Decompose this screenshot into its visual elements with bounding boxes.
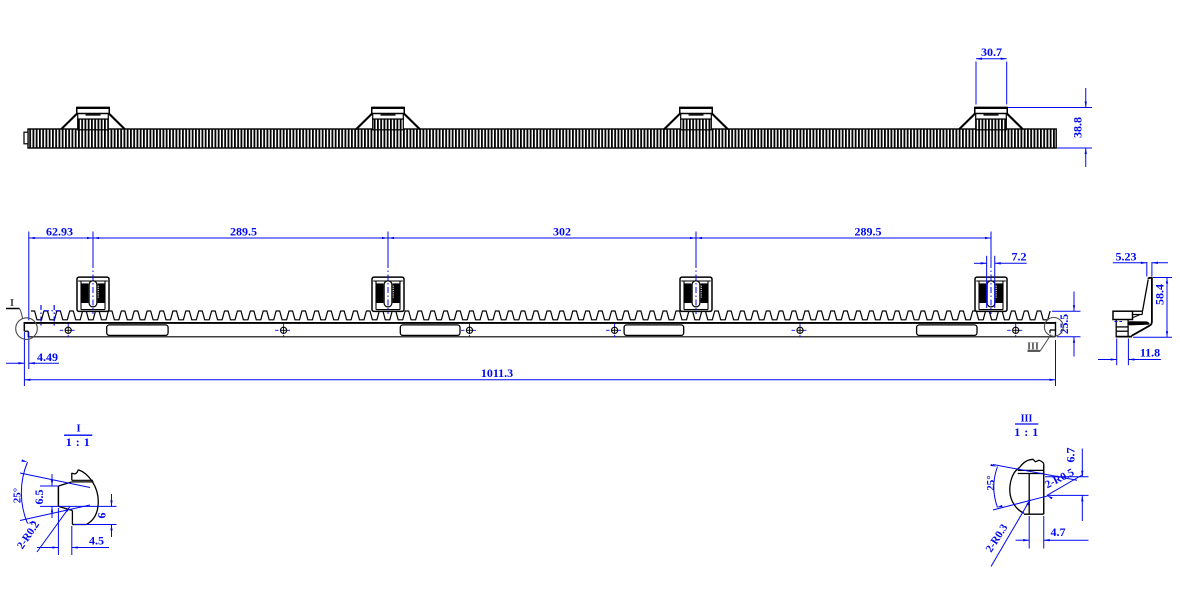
svg-text:5.23: 5.23 [1116,249,1137,263]
svg-text:11.8: 11.8 [1140,346,1160,360]
svg-text:302: 302 [553,224,571,238]
svg-text:25.5: 25.5 [1059,314,1071,334]
svg-text:30.7: 30.7 [981,45,1002,59]
svg-text:289.5: 289.5 [230,224,257,238]
svg-text:62.93: 62.93 [46,224,73,238]
svg-text:III: III [1027,342,1039,353]
svg-text:38.8: 38.8 [1071,117,1085,138]
svg-text:25°: 25° [985,475,997,490]
svg-text:25°: 25° [12,488,24,503]
svg-text:4.49: 4.49 [37,350,58,364]
svg-text:6: 6 [95,513,109,519]
svg-text:58.4: 58.4 [1153,284,1167,305]
svg-text:289.5: 289.5 [855,224,882,238]
svg-text:I: I [10,297,14,309]
svg-text:III: III [1021,414,1033,425]
svg-text:4.5: 4.5 [89,534,104,548]
svg-text:7.2: 7.2 [1012,249,1027,263]
svg-text:I: I [76,423,80,435]
svg-text:1 : 1: 1 : 1 [1014,425,1039,439]
svg-text:6.7: 6.7 [1064,448,1078,463]
svg-text:4.7: 4.7 [1051,525,1066,539]
svg-text:1 : 1: 1 : 1 [66,435,91,449]
svg-text:6.5: 6.5 [32,490,46,505]
svg-text:1011.3: 1011.3 [481,366,513,380]
